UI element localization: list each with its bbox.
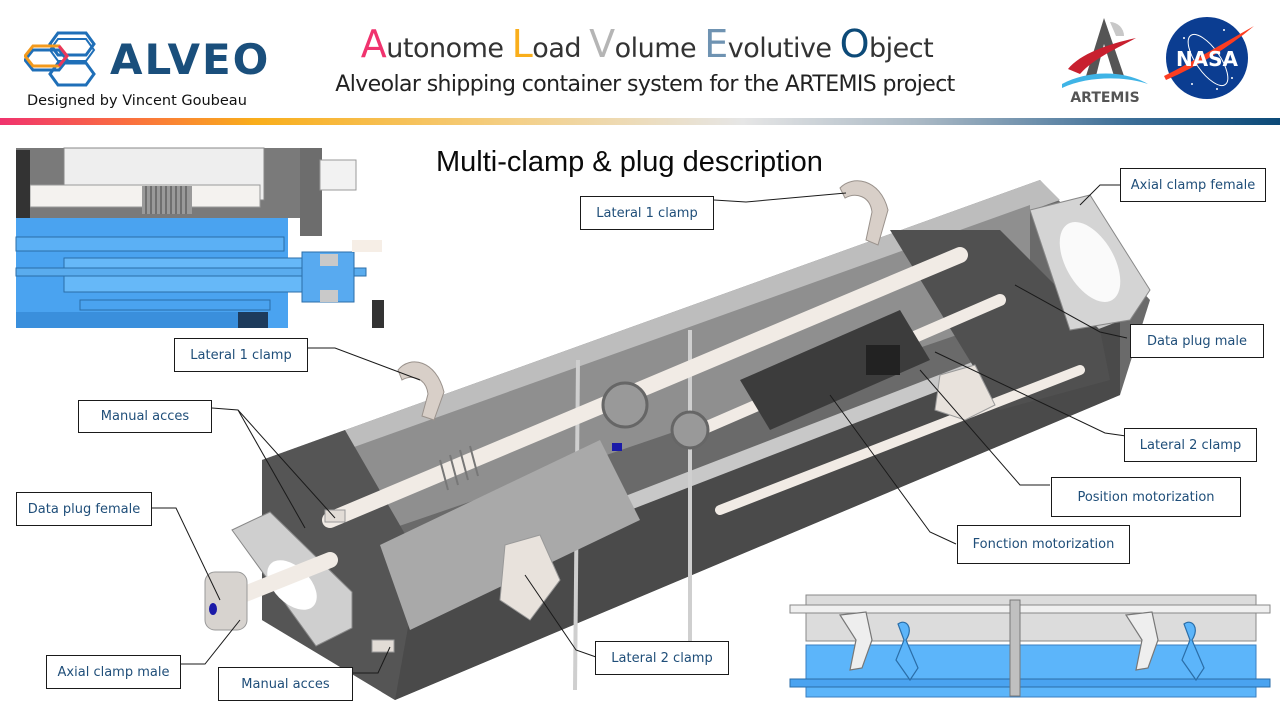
callout-axial-clamp-male: Axial clamp male	[46, 655, 181, 689]
nasa-logo-text: NASA	[1176, 47, 1239, 71]
acronym-word: Object	[839, 22, 934, 66]
slide-title: Multi-clamp & plug description	[436, 146, 823, 178]
callout-lateral-1-clamp-left: Lateral 1 clamp	[174, 338, 308, 372]
callout-data-plug-female: Data plug female	[16, 492, 152, 526]
designer-credit: Designed by Vincent Goubeau	[27, 93, 247, 109]
callout-manual-acces-bottom: Manual acces	[218, 667, 353, 701]
callout-position-motorization: Position motorization	[1051, 477, 1241, 517]
acronym-initial: O	[839, 22, 870, 66]
callout-fonction-motorization: Fonction motorization	[957, 525, 1130, 564]
acronym-initial: A	[360, 22, 387, 66]
nasa-meatball-logo-icon: NASA	[1162, 14, 1254, 102]
subtitle: Alveolar shipping container system for t…	[335, 72, 955, 97]
callout-manual-acces-top: Manual acces	[78, 400, 212, 433]
leader-lines	[152, 184, 1128, 674]
brand-name: ALVEO	[110, 35, 271, 84]
section-view-detail-image	[15, 147, 384, 328]
callout-data-plug-male: Data plug male	[1130, 324, 1264, 358]
acronym-initial: L	[511, 22, 533, 66]
acronym-word: Load	[511, 22, 590, 66]
alveo-hexagon-logo-icon	[24, 30, 102, 88]
acronym-initial: E	[704, 22, 728, 66]
acronym-word: Autonome	[360, 22, 512, 66]
acronym-word: Evolutive	[704, 22, 840, 66]
artemis-logo-icon: ARTEMIS	[1058, 14, 1152, 106]
container-3d-render	[204, 180, 1151, 700]
callout-lateral-1-clamp-top: Lateral 1 clamp	[580, 196, 714, 230]
acronym-title: Autonome Load Volume Evolutive Object	[332, 22, 962, 66]
side-view-detail-image	[789, 594, 1271, 698]
callout-axial-clamp-female: Axial clamp female	[1120, 168, 1266, 202]
callout-lateral-2-clamp-bottom: Lateral 2 clamp	[595, 641, 729, 675]
callout-lateral-2-clamp-right: Lateral 2 clamp	[1124, 428, 1257, 462]
acronym-word: Volume	[589, 22, 705, 66]
acronym-initial: V	[589, 22, 615, 66]
header-gradient-divider	[0, 118, 1280, 125]
artemis-logo-text: ARTEMIS	[1070, 90, 1139, 106]
